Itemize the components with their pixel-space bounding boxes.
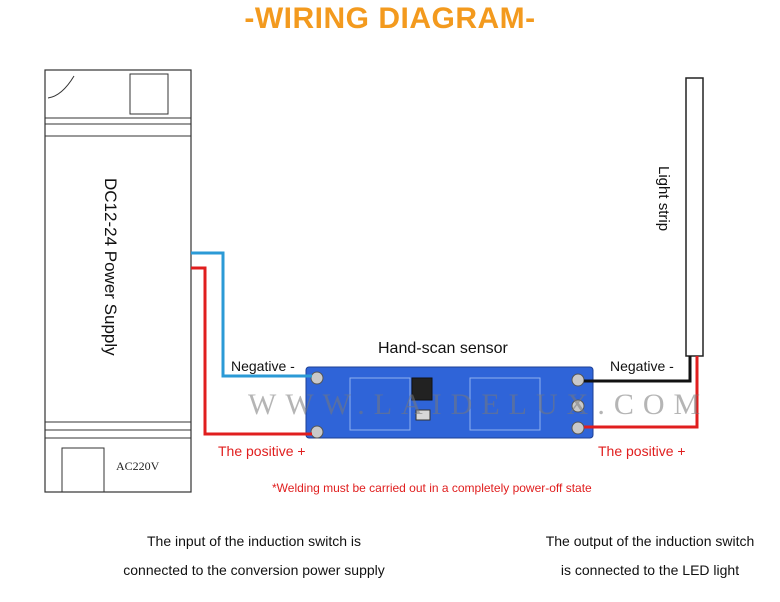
- power-supply-label: DC12-24 Power Supply: [101, 178, 120, 356]
- light-strip-label: Light strip: [655, 166, 672, 232]
- diagram-title: -WIRING DIAGRAM-: [244, 2, 536, 35]
- light-strip-bar: [685, 77, 704, 357]
- right-positive-label: The positive +: [598, 443, 686, 459]
- left-positive-label: The positive +: [218, 443, 306, 459]
- right-negative-wire: [584, 356, 692, 383]
- left-caption-line1: The input of the induction switch is: [146, 533, 361, 549]
- ac-input-label: AC220V: [116, 459, 160, 473]
- sensor-label: Hand-scan sensor: [378, 340, 508, 357]
- left-negative-wire: [191, 251, 312, 378]
- right-negative-label: Negative -: [610, 358, 674, 374]
- left-positive-wire: [191, 266, 312, 436]
- power-supply-unit: [44, 69, 192, 493]
- sensor-watermark: WWW.LAIDELUX.COM: [248, 388, 710, 421]
- left-caption-line2: connected to the conversion power supply: [123, 562, 385, 578]
- welding-warning: *Welding must be carried out in a comple…: [272, 481, 592, 495]
- right-caption-line2: is connected to the LED light: [560, 562, 740, 578]
- right-caption-line1: The output of the induction switch: [545, 533, 755, 549]
- sensor-board: [305, 366, 594, 439]
- left-negative-label: Negative -: [231, 358, 295, 374]
- right-positive-wire: [584, 356, 699, 429]
